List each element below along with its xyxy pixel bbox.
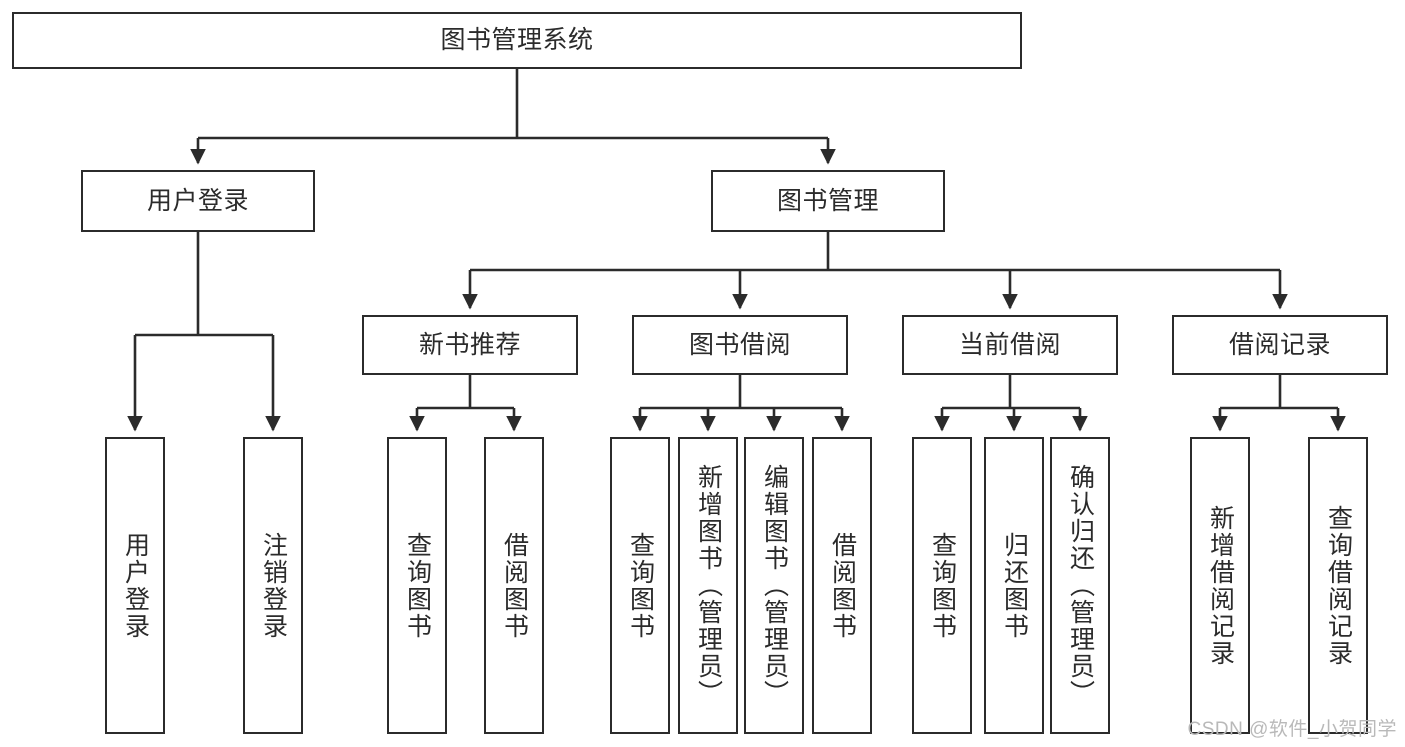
leaf-node[interactable]: 查询借阅记录 [1308, 437, 1368, 734]
leaf-node-label: 确认归还（管理员） [1066, 464, 1095, 707]
leaf-node[interactable]: 查询图书 [610, 437, 670, 734]
node-root[interactable]: 图书管理系统 [12, 12, 1022, 69]
node-borrow-record[interactable]: 借阅记录 [1172, 315, 1388, 375]
leaf-node[interactable]: 用户登录 [105, 437, 165, 734]
csdn-watermark: CSDN @软件_小贺同学 [1187, 719, 1397, 740]
node-book-management-label: 图书管理 [776, 186, 879, 215]
leaf-node-label: 注销登录 [259, 531, 288, 640]
node-new-book-recommend-label: 新书推荐 [418, 330, 521, 359]
node-book-borrow[interactable]: 图书借阅 [632, 315, 848, 375]
leaf-node-label: 借阅图书 [828, 531, 857, 640]
leaf-node[interactable]: 新增借阅记录 [1190, 437, 1250, 734]
node-new-book-recommend[interactable]: 新书推荐 [362, 315, 578, 375]
node-user-login[interactable]: 用户登录 [81, 170, 315, 232]
leaf-node[interactable]: 新增图书（管理员） [678, 437, 738, 734]
leaf-node-label: 新增图书（管理员） [694, 464, 723, 707]
leaf-node-label: 编辑图书（管理员） [760, 464, 789, 707]
leaf-node-label: 新增借阅记录 [1206, 504, 1235, 667]
node-user-login-label: 用户登录 [146, 186, 249, 215]
leaf-node[interactable]: 归还图书 [984, 437, 1044, 734]
node-current-borrow[interactable]: 当前借阅 [902, 315, 1118, 375]
leaf-node-label: 查询图书 [626, 531, 655, 640]
node-book-borrow-label: 图书借阅 [688, 330, 791, 359]
leaf-node[interactable]: 确认归还（管理员） [1050, 437, 1110, 734]
leaf-node-label: 借阅图书 [500, 531, 529, 640]
leaf-node[interactable]: 注销登录 [243, 437, 303, 734]
leaf-node[interactable]: 借阅图书 [484, 437, 544, 734]
node-book-management[interactable]: 图书管理 [711, 170, 945, 232]
node-borrow-record-label: 借阅记录 [1228, 330, 1331, 359]
leaf-node[interactable]: 查询图书 [912, 437, 972, 734]
leaf-node-label: 查询借阅记录 [1324, 504, 1353, 667]
node-root-label: 图书管理系统 [440, 26, 594, 55]
leaf-node-label: 查询图书 [928, 531, 957, 640]
leaf-node[interactable]: 编辑图书（管理员） [744, 437, 804, 734]
node-current-borrow-label: 当前借阅 [958, 330, 1061, 359]
leaf-node-label: 查询图书 [403, 531, 432, 640]
leaf-node-label: 归还图书 [1000, 531, 1029, 640]
leaf-node[interactable]: 查询图书 [387, 437, 447, 734]
leaf-node-label: 用户登录 [121, 531, 150, 640]
leaf-node[interactable]: 借阅图书 [812, 437, 872, 734]
